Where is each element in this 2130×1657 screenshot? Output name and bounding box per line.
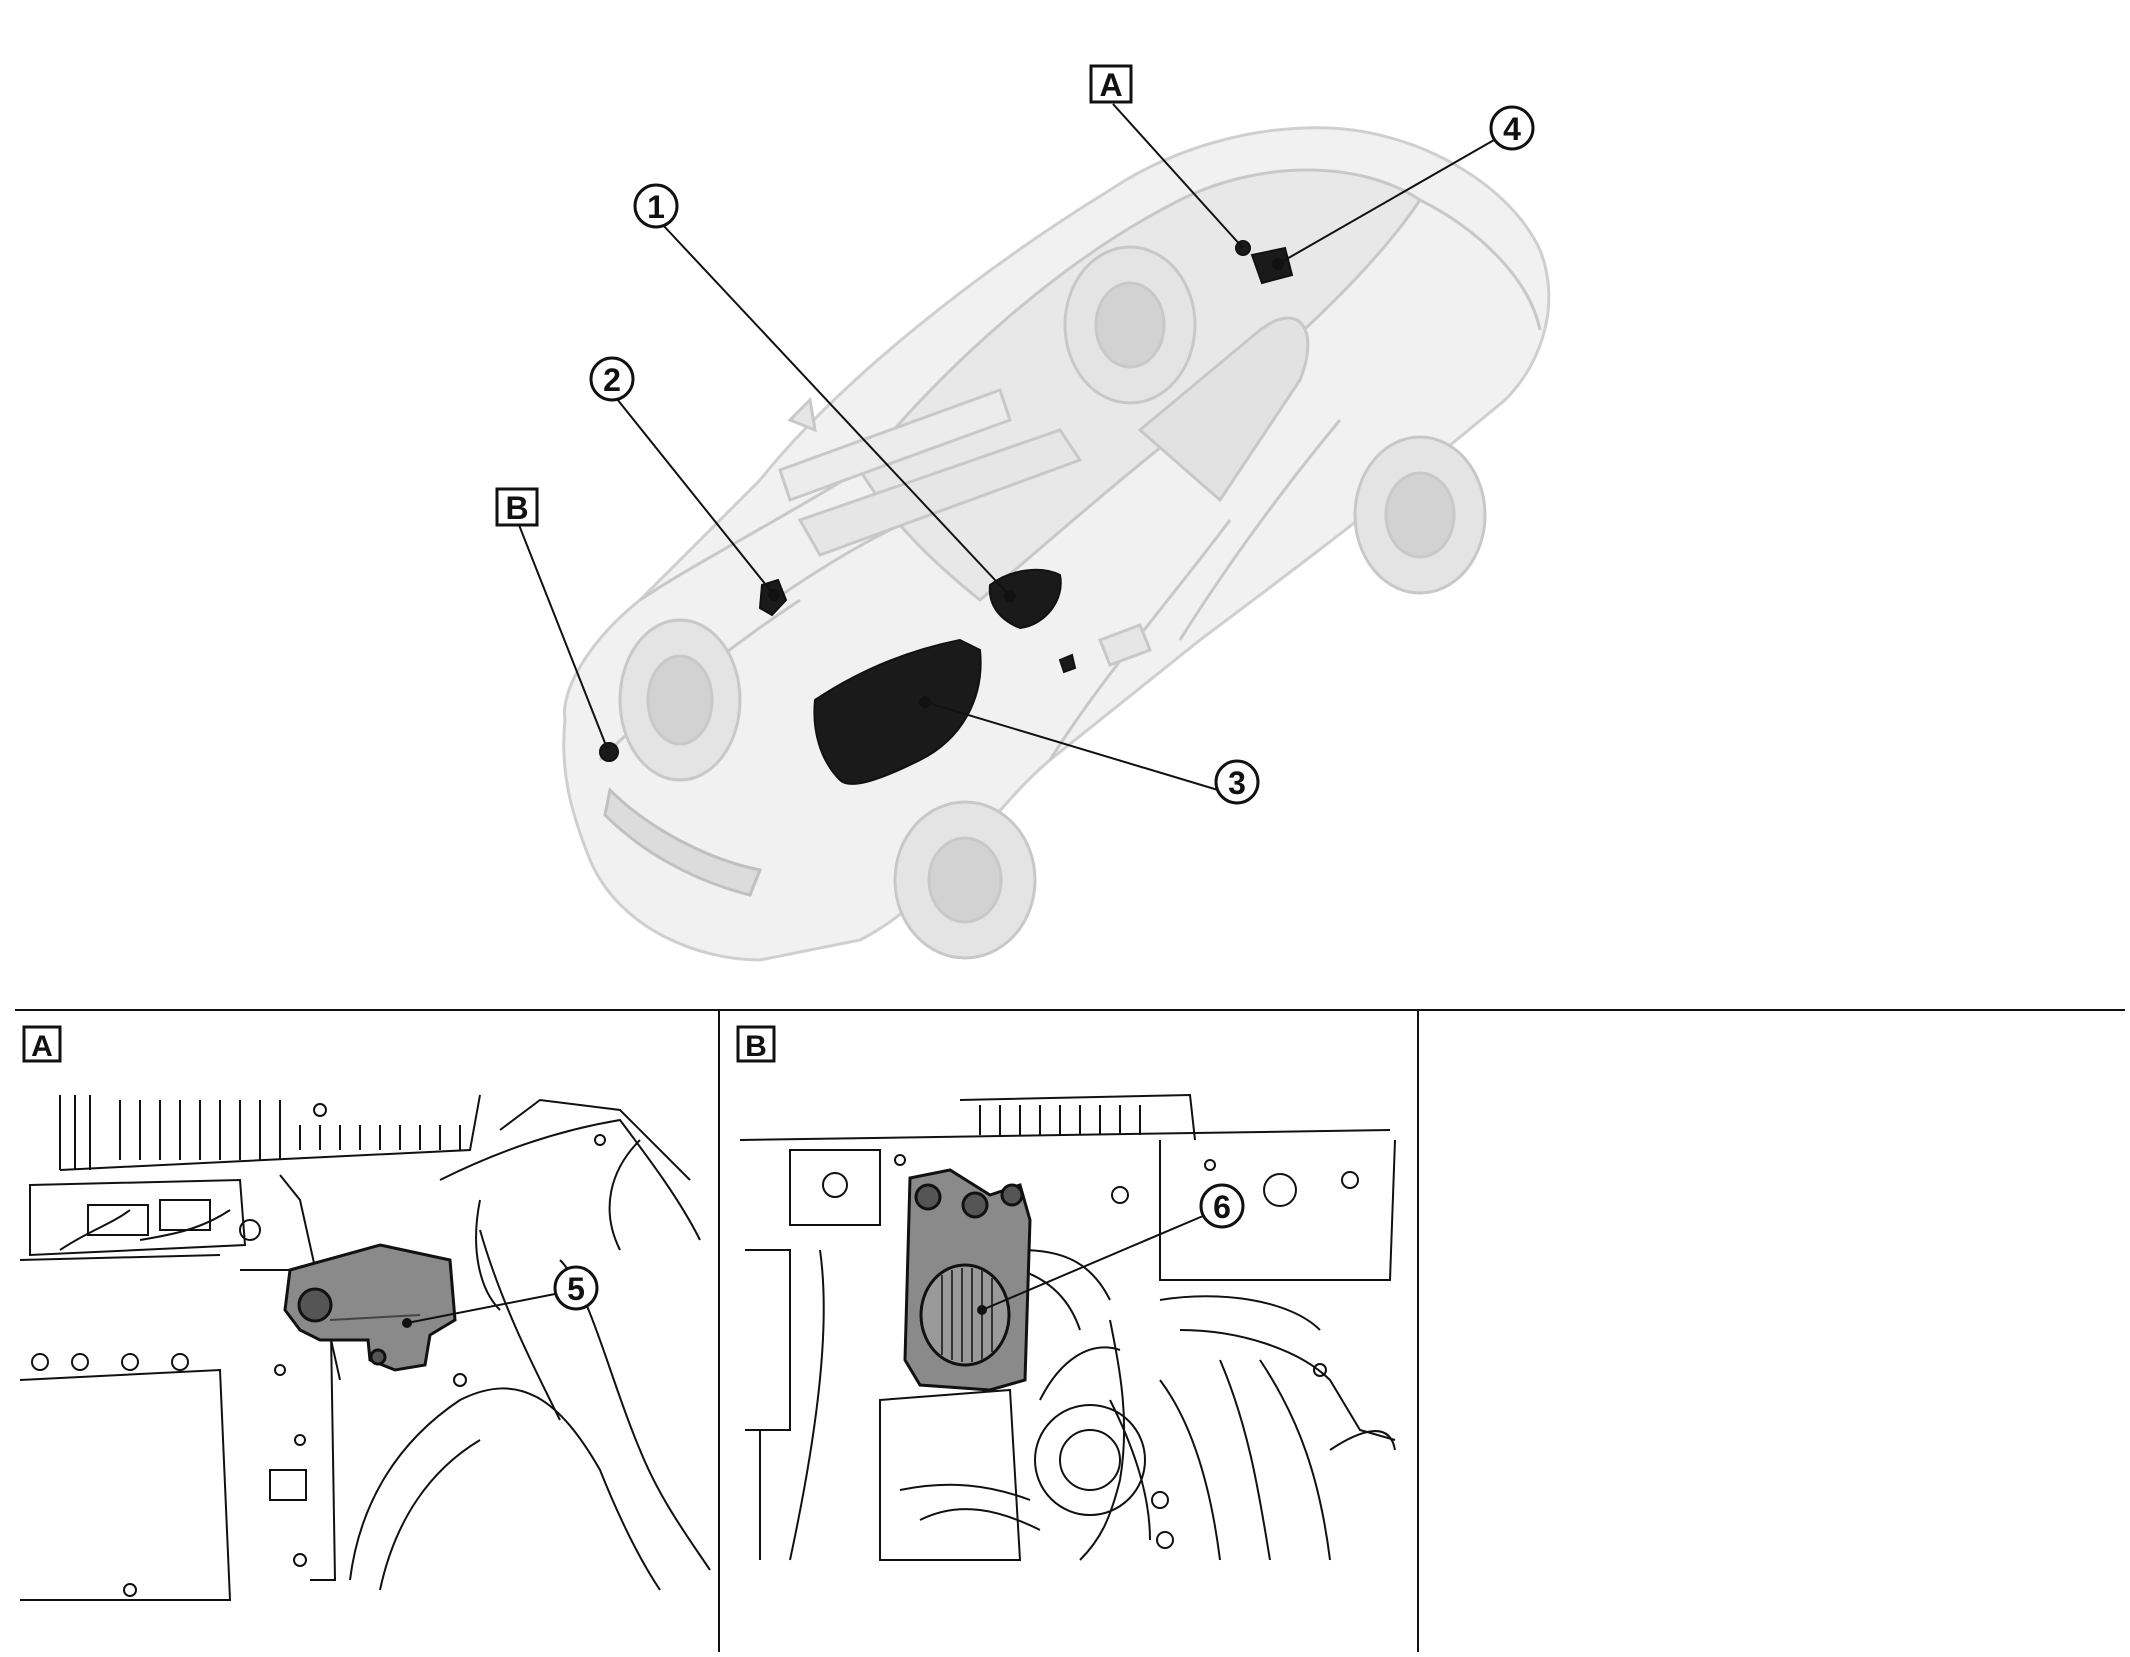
panel-B: B [736,1025,1396,1561]
panel-A-callout: 5 [402,1265,599,1328]
panel-A: A [19,1025,711,1601]
overview-leaders [518,103,1495,791]
callout-6-label: 6 [1213,1189,1231,1225]
callout-3: 3 [1214,759,1260,805]
callout-1-label: 1 [647,189,665,225]
panel-B-callout: 6 [977,1183,1245,1315]
view-tag-B: B [495,487,539,527]
panel-B-tag: B [745,1030,767,1063]
callout-4-label: 4 [1503,111,1521,147]
panel-A-linework [19,1094,711,1601]
callout-2-label: 2 [603,362,621,398]
component-5 [283,1243,457,1372]
view-tag-B-label: B [505,490,528,526]
component-6 [903,1168,1032,1392]
panel-A-tag: A [31,1030,53,1063]
overview-leader-dots [768,258,1284,708]
callout-4: 4 [1489,105,1535,151]
view-tag-A-label: A [1099,67,1122,103]
callout-2: 2 [589,356,635,402]
part-1 [988,568,1062,630]
callout-1: 1 [633,183,679,229]
view-tag-A: A [1089,64,1133,104]
callout-3-label: 3 [1228,765,1246,801]
vehicle-ghost [562,126,1551,962]
part-B-marker [599,742,619,762]
callout-5-label: 5 [567,1271,585,1307]
panel-B-linework [739,1093,1396,1561]
part-3 [813,638,982,785]
part-4 [1250,246,1294,285]
detail-frame [15,1009,2125,1652]
